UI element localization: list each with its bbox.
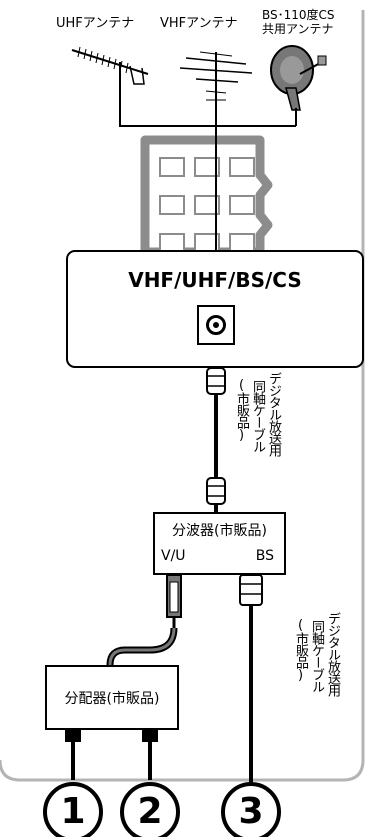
splitter-bs-connector [239, 574, 263, 790]
splitter-port-vu: V/U [161, 548, 186, 564]
output-markers [43, 782, 281, 837]
jack-socket-icon [206, 315, 226, 335]
top-cable [206, 367, 226, 512]
output-3-label: 3 [238, 791, 264, 832]
splitter-title: 分波器(市販品) [172, 523, 267, 539]
uhf-antenna-icon [71, 46, 149, 100]
output-1-label: 1 [60, 791, 86, 832]
panel-outline [0, 10, 365, 782]
uhf-antenna-label: UHFアンテナ [56, 16, 135, 31]
bs-antenna-label-line2: 共用アンテナ [262, 22, 334, 36]
vhf-antenna-icon [179, 51, 253, 126]
antenna-terminal-box: VHF/UHF/BS/CS [66, 250, 364, 368]
building-icon [140, 135, 273, 257]
distributor-box: 分配器(市販品) [45, 665, 179, 730]
vhf-antenna-label: VHFアンテナ [160, 16, 238, 31]
splitter-box: 分波器(市販品) V/U BS [153, 512, 286, 575]
splitter-port-bs: BS [255, 548, 274, 564]
bs-antenna-label-line1: BS･110度CS [262, 8, 335, 22]
bottom-cable-label-note: (市販品) [293, 618, 308, 682]
bottom-cable-label-main: デジタル放送用 [325, 612, 340, 696]
top-cable-label-note: (市販品) [234, 378, 249, 442]
bottom-cable-label-sub: 同軸ケーブル [309, 620, 324, 692]
antenna-feed-lines [119, 100, 296, 250]
top-cable-label-sub: 同軸ケーブル [250, 380, 265, 452]
distributor-outputs [65, 728, 158, 780]
terminal-jack [197, 305, 235, 345]
output-2-label: 2 [137, 791, 163, 832]
terminal-title: VHF/UHF/BS/CS [128, 268, 302, 292]
top-cable-label-main: デジタル放送用 [266, 372, 281, 456]
splitter-vu-connector [166, 574, 182, 630]
bs-cs-dish-icon [270, 45, 327, 126]
cable-to-distributor-inner [108, 627, 176, 666]
distributor-title: 分配器(市販品) [64, 690, 160, 707]
